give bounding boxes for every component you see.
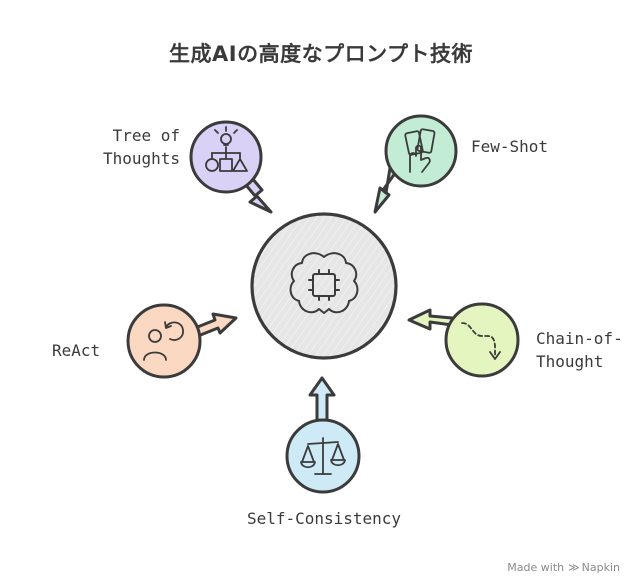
napkin-logo-icon: ≫ (568, 561, 580, 574)
lightbulb-hierarchy-icon (205, 126, 248, 172)
hand-cards-icon (404, 128, 436, 173)
node-react (126, 303, 238, 379)
arrow-chain-of-thought (407, 308, 454, 331)
node-few-shot (373, 114, 458, 214)
dashed-path-arrow-icon (461, 322, 501, 360)
label-few-shot: Few-Shot (471, 137, 549, 156)
label-self-consistency: Self-Consistency (246, 509, 402, 528)
arrow-few-shot (373, 166, 398, 214)
node-chain-of-thought (407, 302, 520, 378)
label-tree-of-thoughts: Tree of Thoughts (102, 126, 180, 168)
label-chain-of-thought: Chain-of- Thought (536, 329, 623, 371)
napkin-credit: Made with≫Napkin (507, 561, 620, 574)
credit-brand: Napkin (581, 561, 620, 574)
node-tree-of-thoughts (189, 120, 273, 214)
arrow-self-consistency (308, 376, 336, 424)
center-hub (250, 212, 398, 360)
brain-chip-icon (289, 252, 359, 314)
credit-prefix: Made with (507, 561, 565, 574)
diagram-title: 生成AIの高度なプロンプト技術 (169, 42, 473, 66)
person-cycle-icon (143, 321, 184, 361)
label-react: ReAct (52, 341, 101, 360)
balance-scale-icon (300, 437, 346, 475)
node-self-consistency (285, 376, 361, 494)
